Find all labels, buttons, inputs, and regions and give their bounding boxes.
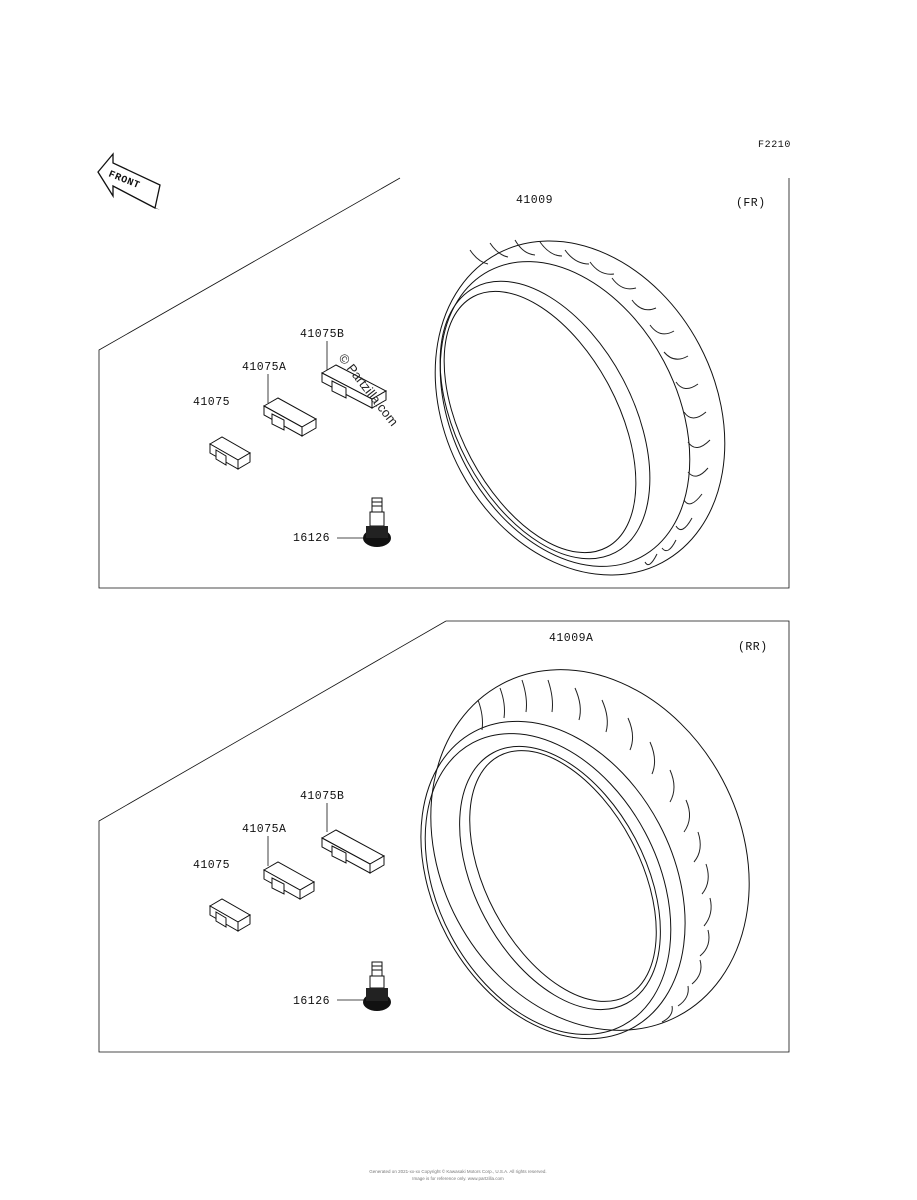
front-position-label: (FR) <box>736 197 766 210</box>
rear-part-16126-label: 16126 <box>293 995 330 1008</box>
front-arrow-icon: FRONT <box>97 152 161 210</box>
rear-part-41075a-label: 41075A <box>242 823 286 836</box>
footer-line-2: Image is for reference only. www.partzil… <box>412 1176 504 1181</box>
rear-air-valve-icon <box>363 961 391 1011</box>
rear-part-41075-label: 41075 <box>193 859 230 872</box>
rear-panel-frame <box>98 620 790 1053</box>
front-tire-label: 41009 <box>516 194 553 207</box>
front-balance-weight-41075b-icon <box>320 364 388 409</box>
front-part-16126-label: 16126 <box>293 532 330 545</box>
rear-panel: 41009A (RR) 41075B <box>98 620 790 1053</box>
front-panel: 41009 (FR) 41075B <box>98 177 790 589</box>
front-part-41075b-label: 41075B <box>300 328 344 341</box>
rear-tire <box>420 669 750 1040</box>
front-panel-frame <box>98 177 790 589</box>
footer-line-1: Generated on 2021-xx-xx Copyright © Kawa… <box>369 1168 546 1174</box>
front-tire <box>434 239 726 576</box>
figure-code: F2210 <box>758 140 791 151</box>
rear-balance-weight-41075a-icon <box>262 861 316 900</box>
front-part-41075a-label: 41075A <box>242 361 286 374</box>
front-air-valve-icon <box>363 497 391 547</box>
rear-balance-weight-41075b-icon <box>320 829 386 874</box>
rear-tire-label: 41009A <box>549 632 593 645</box>
rear-position-label: (RR) <box>738 641 768 654</box>
front-balance-weight-41075-icon <box>209 436 251 470</box>
front-balance-weight-41075a-icon <box>262 397 318 437</box>
front-part-41075-label: 41075 <box>193 396 230 409</box>
rear-part-41075b-label: 41075B <box>300 790 344 803</box>
rear-balance-weight-41075-icon <box>209 898 251 932</box>
